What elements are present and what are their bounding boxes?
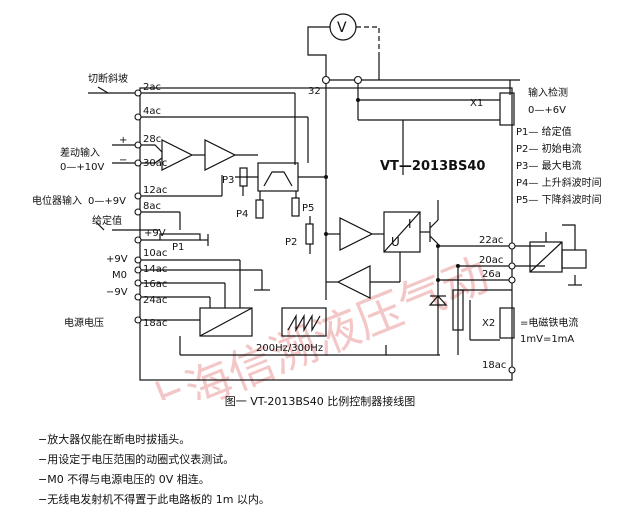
oscillator-block (281, 307, 327, 337)
label-p3: P3 (222, 175, 234, 186)
note-4: −无线电发射机不得置于此电路板的 1m 以内。 (38, 493, 270, 506)
solenoid (561, 249, 587, 269)
terminal-20ac: 20ac (479, 255, 503, 266)
label-p1: P1 (172, 242, 184, 253)
label-p2: P2 (285, 237, 297, 248)
notes-list: −放大器仅能在断电时拔插头。 −用设定于电压范围的动圈式仪表测试。 −M0 不得… (38, 430, 270, 510)
terminal-2ac: 2ac (143, 82, 161, 93)
ramp-generator (257, 162, 299, 192)
label-input-detect: 输入检测 (528, 86, 568, 99)
terminal-28c: 28c (143, 134, 161, 145)
x1-connector (499, 92, 515, 126)
terminal-16ac: 16ac (143, 279, 167, 290)
legend-p3: P3— 最大电流 (516, 159, 582, 172)
label-coil-current: =电磁铁电流 (520, 316, 578, 329)
legend-p2: P2— 初始电流 (516, 142, 582, 155)
label-frequency: 200Hz/300Hz (256, 343, 323, 354)
p1-pot (159, 233, 201, 241)
terminal-32: 32 (308, 86, 321, 97)
buffer-amp (204, 139, 237, 171)
legend-p1: P1— 给定值 (516, 125, 572, 138)
label-m0: M0 (112, 270, 127, 281)
label-diff-range: 0—+10V (60, 162, 104, 173)
terminal-8ac: 8ac (143, 201, 161, 212)
label-minus: − (119, 155, 127, 166)
label-pot-input: 电位器输入 (32, 194, 82, 207)
legend-p5: P5— 下降斜波时间 (516, 193, 602, 206)
diagram-title: VT—2013BS40 (380, 159, 485, 174)
label-input-range: 0—+6V (528, 105, 566, 116)
note-1: −放大器仅能在断电时拔插头。 (38, 433, 191, 446)
terminal-24ac: 24ac (143, 295, 167, 306)
terminal-22ac: 22ac (479, 235, 503, 246)
label-minus9v: −9V (106, 287, 128, 298)
terminal-4ac: 4ac (143, 106, 161, 117)
diff-amp (161, 139, 194, 171)
label-p4: P4 (236, 209, 248, 220)
label-x2: X2 (482, 318, 495, 329)
terminal-12ac: 12ac (143, 185, 167, 196)
label-diff-input: 差动输入 (60, 146, 100, 159)
note-2: −用设定于电压范围的动圈式仪表测试。 (38, 453, 235, 466)
label-plus9v: +9V (106, 254, 128, 265)
legend-p4: P4— 上升斜波时间 (516, 176, 602, 189)
label-ramp-switch: 切断斜坡 (88, 72, 128, 85)
wiring-diagram: 上海信溯液压气动 (32, 13, 602, 400)
p2-pot (305, 223, 314, 245)
terminal-10ac: 10ac (143, 248, 167, 259)
p4-pot (255, 199, 264, 219)
label-plus9v-pot: +9V (144, 228, 166, 239)
terminal-18ac: 18ac (143, 318, 167, 329)
terminal-26a: 26a (482, 269, 501, 280)
p5-pot (291, 197, 300, 217)
terminal-18ac-bottom: 18ac (482, 360, 506, 371)
label-coil-scale: 1mV=1mA (520, 334, 574, 345)
voltmeter-wire-left (307, 26, 330, 80)
meter-symbol: V (337, 20, 347, 36)
label-setpoint: 给定值 (92, 214, 122, 227)
terminal-30ac: 30ac (143, 158, 167, 169)
voltmeter-wire-right (356, 26, 380, 55)
power-supply-block (199, 307, 253, 337)
diode (428, 295, 448, 306)
label-x1: X1 (470, 98, 483, 109)
figure-caption: 图一 VT-2013BS40 比例控制器接线图 (224, 395, 416, 408)
label-p5: P5 (302, 203, 314, 214)
terminal-14ac: 14ac (143, 264, 167, 275)
note-3: −M0 不得与电源电压的 0V 相连。 (38, 473, 210, 486)
x2-connector (499, 307, 515, 339)
error-amp (339, 217, 374, 251)
label-power: 电源电压 (64, 316, 104, 329)
label-pot-range: 0—+9V (88, 196, 126, 207)
label-i: I (408, 217, 412, 231)
label-u: U (391, 235, 400, 249)
label-plus: + (119, 135, 127, 146)
